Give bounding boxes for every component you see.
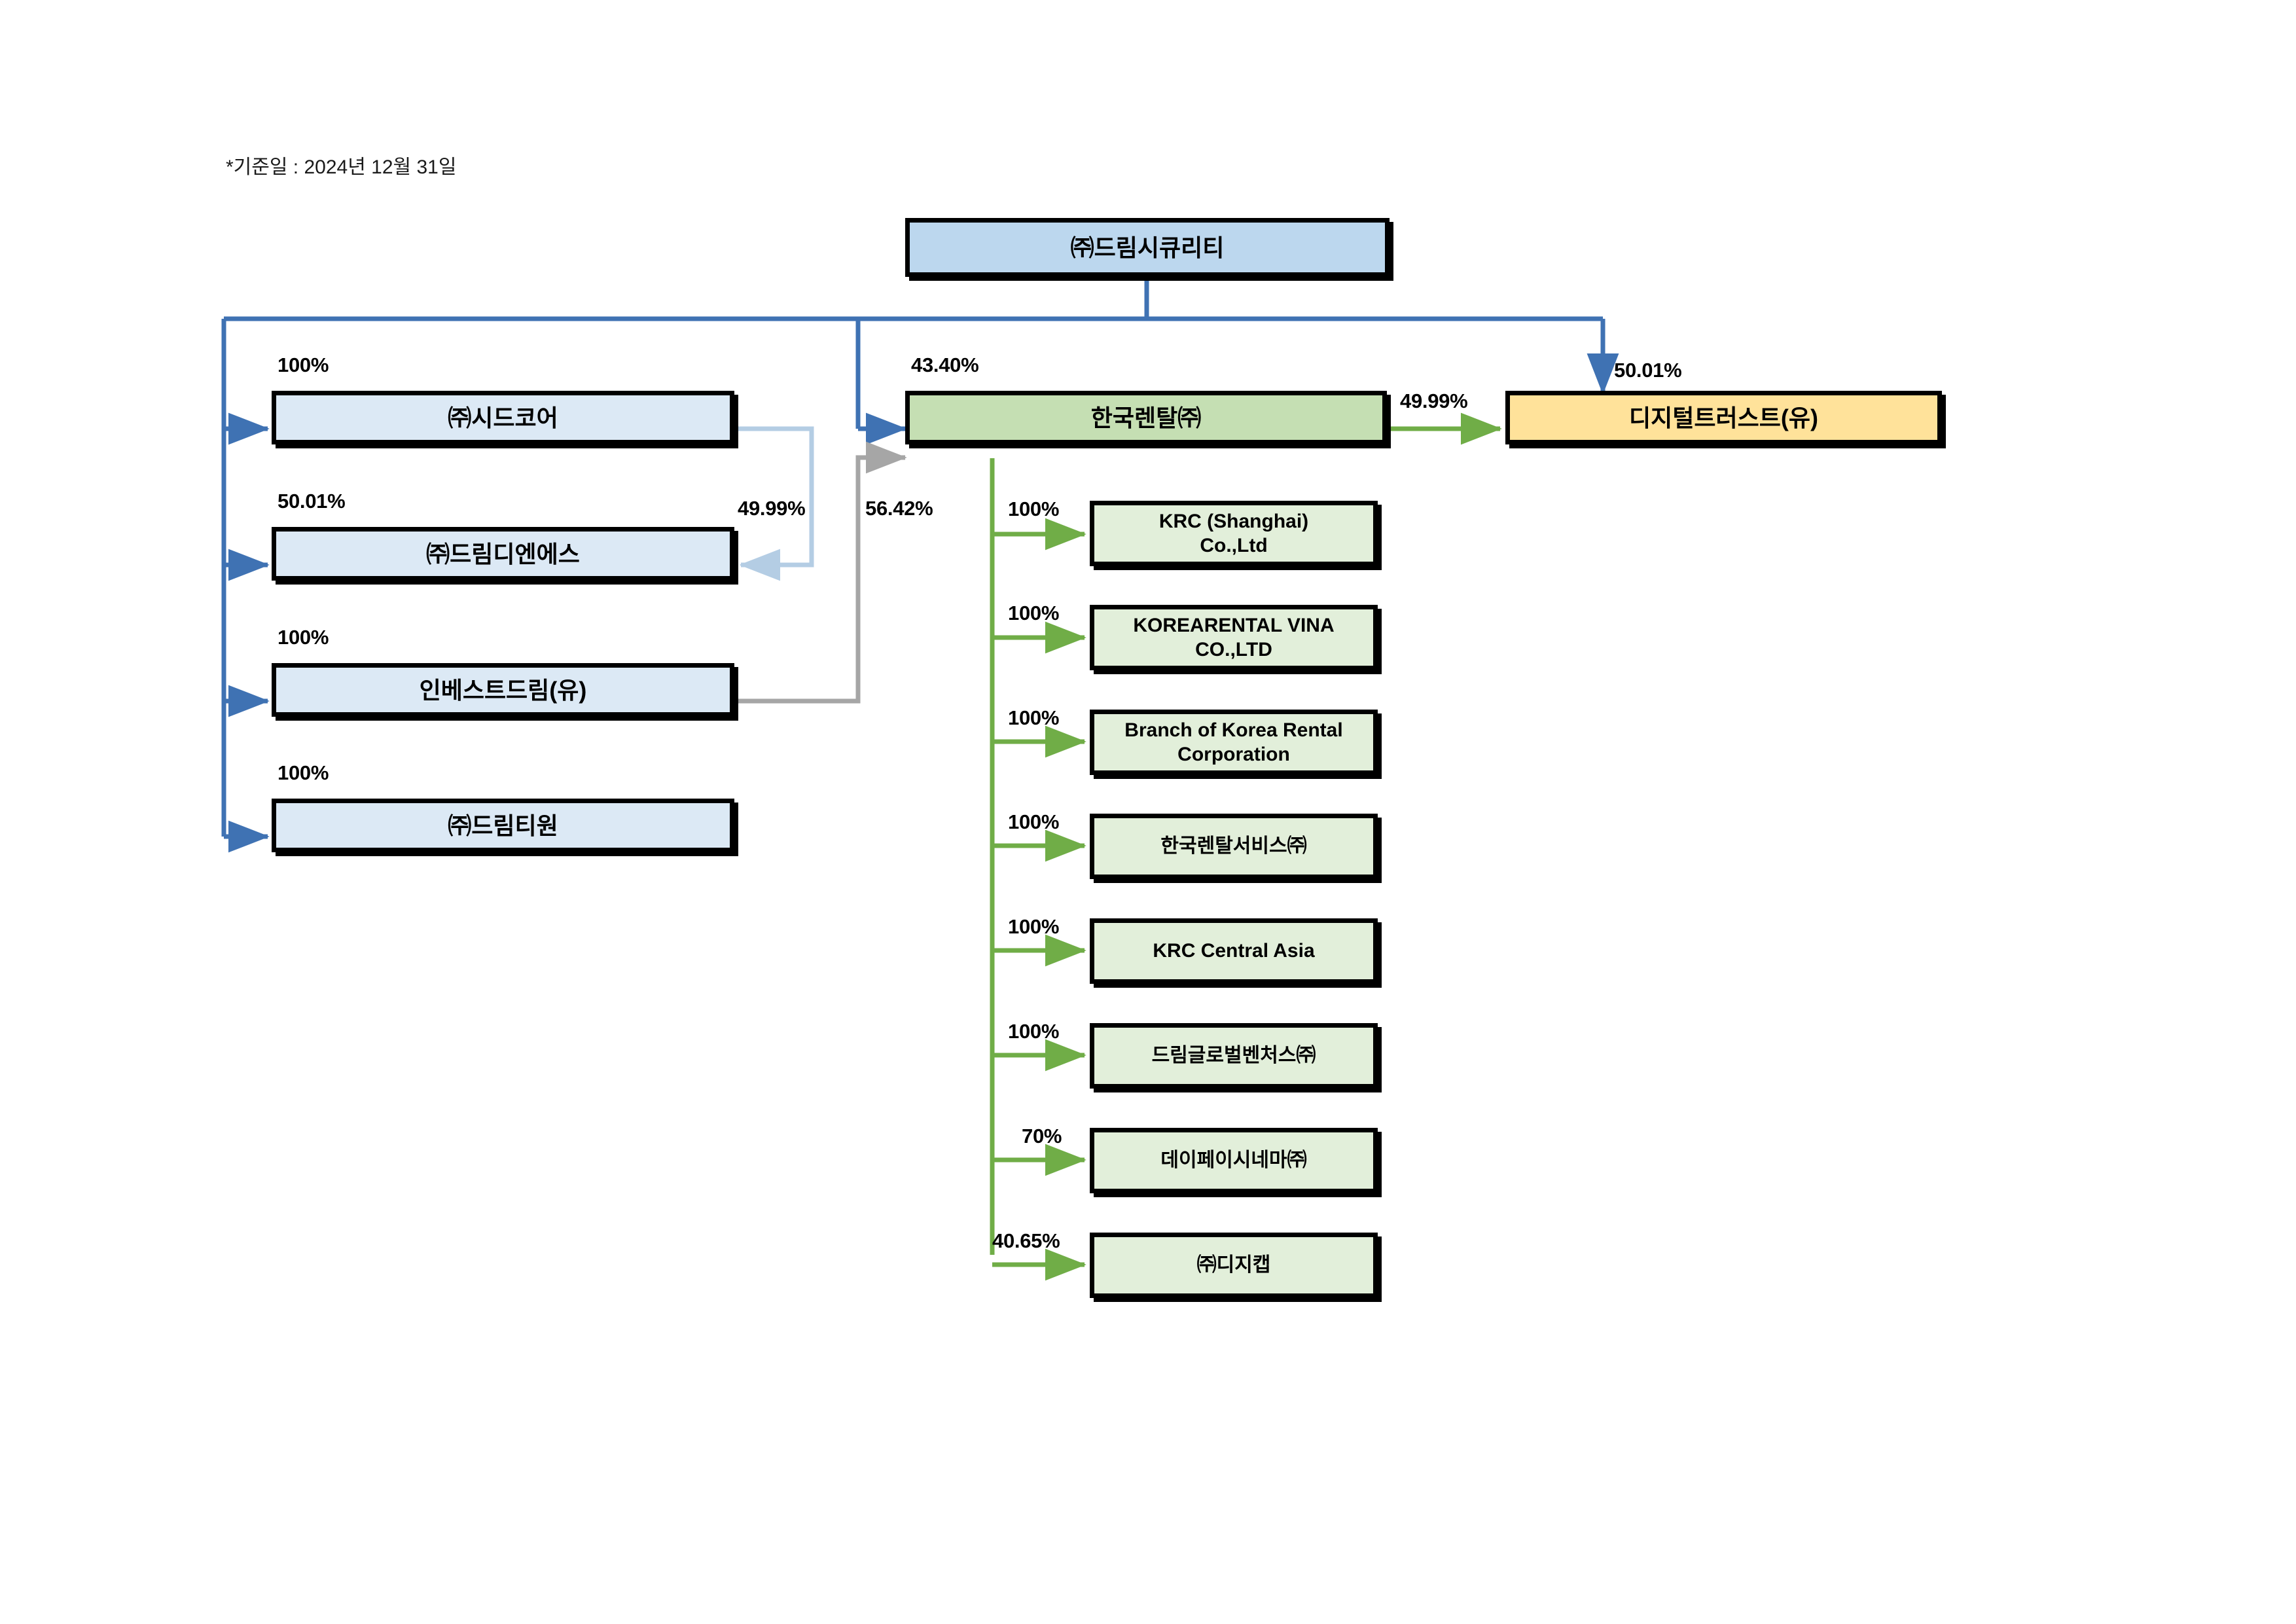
node-dreamdns[interactable]: ㈜드림디엔에스 xyxy=(272,527,734,581)
pct-sub-5: 100% xyxy=(1008,915,1060,938)
node-investdream[interactable]: 인베스트드림(유) xyxy=(272,663,734,717)
node-sub-1[interactable]: KRC (Shanghai)Co.,Ltd xyxy=(1090,501,1378,566)
node-root[interactable]: ㈜드림시큐리티 xyxy=(905,218,1390,277)
node-sub-7[interactable]: 데이페이시네마㈜ xyxy=(1090,1128,1378,1193)
pct-seedcore: 100% xyxy=(278,353,329,376)
node-seedcore[interactable]: ㈜시드코어 xyxy=(272,391,734,444)
pct-hankook-rental: 43.40% xyxy=(911,353,979,376)
node-root-label: ㈜드림시큐리티 xyxy=(1070,234,1225,261)
pct-cross-seedcore-dreamdns: 49.99% xyxy=(738,497,806,520)
pct-investdream: 100% xyxy=(278,626,329,649)
node-sub-5-label: KRC Central Asia xyxy=(1153,940,1315,962)
pct-sub-7: 70% xyxy=(1022,1125,1062,1147)
node-sub-8[interactable]: ㈜디지캡 xyxy=(1090,1233,1378,1298)
node-sub-1-label: KRC (Shanghai)Co.,Ltd xyxy=(1158,510,1309,557)
node-seedcore-label: ㈜시드코어 xyxy=(448,404,558,431)
node-sub-7-label: 데이페이시네마㈜ xyxy=(1160,1149,1307,1172)
node-dreamtone[interactable]: ㈜드림티원 xyxy=(272,799,734,852)
pct-sub-6: 100% xyxy=(1008,1020,1060,1043)
node-investdream-label: 인베스트드림(유) xyxy=(419,676,587,704)
investdream-to-hankook xyxy=(734,441,907,704)
node-dreamtone-label: ㈜드림티원 xyxy=(448,812,558,839)
pct-cross-investdream-hankook: 56.42% xyxy=(865,497,933,520)
node-sub-4-label: 한국렌탈서비스㈜ xyxy=(1160,835,1307,857)
node-dreamdns-label: ㈜드림디엔에스 xyxy=(426,540,580,568)
pct-sub-1: 100% xyxy=(1008,497,1060,520)
node-digitaltrust[interactable]: 디지털트러스트(유) xyxy=(1505,391,1942,444)
pct-dreamtone: 100% xyxy=(278,761,329,784)
pct-cross-hankook-digitaltrust: 49.99% xyxy=(1400,389,1468,412)
pct-dreamdns: 50.01% xyxy=(278,490,346,513)
node-sub-6-label: 드림글로벌벤처스㈜ xyxy=(1151,1045,1316,1067)
node-digitaltrust-label: 디지털트러스트(유) xyxy=(1629,404,1818,431)
pct-digitaltrust: 50.01% xyxy=(1614,359,1682,382)
node-sub-5[interactable]: KRC Central Asia xyxy=(1090,918,1378,984)
node-sub-6[interactable]: 드림글로벌벤처스㈜ xyxy=(1090,1023,1378,1089)
pct-sub-2: 100% xyxy=(1008,602,1060,624)
pct-sub-8: 40.65% xyxy=(992,1229,1060,1252)
pct-sub-4: 100% xyxy=(1008,810,1060,833)
reference-date-note: *기준일 : 2024년 12월 31일 xyxy=(226,156,457,178)
gray-connector-group xyxy=(734,441,907,704)
node-sub-8-label: ㈜디지캡 xyxy=(1196,1254,1271,1276)
node-hankook-rental[interactable]: 한국렌탈㈜ xyxy=(905,391,1387,444)
pct-sub-3: 100% xyxy=(1008,706,1060,729)
node-sub-4[interactable]: 한국렌탈서비스㈜ xyxy=(1090,814,1378,879)
node-hankook-rental-label: 한국렌탈㈜ xyxy=(1090,404,1202,431)
